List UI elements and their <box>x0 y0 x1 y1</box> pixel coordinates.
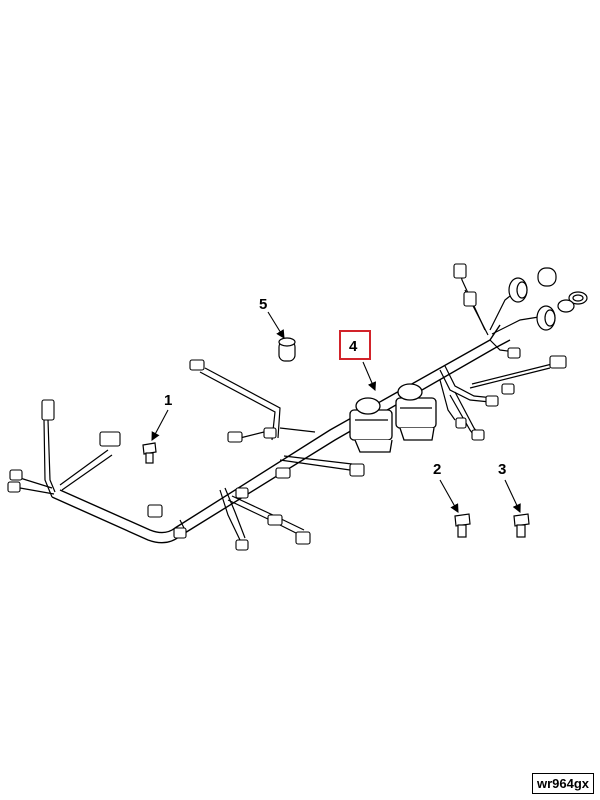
callout-2: 2 <box>433 461 441 478</box>
sleeve-top-right <box>537 267 557 287</box>
callout-3: 3 <box>498 461 506 478</box>
figure-id-label: wr964gx <box>531 773 594 794</box>
connector-left-upper <box>99 431 121 447</box>
connector-bottom-1 <box>147 504 163 518</box>
connector-mid-3 <box>275 467 291 479</box>
small-connectors <box>7 263 567 551</box>
connector-far-left-1 <box>9 469 23 481</box>
connector-far-left-2 <box>7 481 21 493</box>
connector-left-top <box>41 399 55 421</box>
left-branch-wires <box>19 419 113 498</box>
callout-5: 5 <box>259 296 267 313</box>
upper-left-branch <box>199 367 316 441</box>
connector-top-right-1 <box>453 263 467 279</box>
connector-right-6 <box>501 383 515 395</box>
connector-top-right-2 <box>463 291 477 307</box>
connector-right-5 <box>471 429 485 441</box>
connector-bottom-6 <box>295 531 311 545</box>
connector-mid-4 <box>349 463 365 477</box>
connector-right-3 <box>485 395 499 407</box>
round-plugs <box>508 267 588 331</box>
connector-right-1 <box>549 355 567 369</box>
bolt-item-1 <box>142 442 157 464</box>
callout-4-highlight-box <box>339 330 371 360</box>
connector-mid-1 <box>227 431 243 443</box>
callout-4: 4 <box>349 338 358 355</box>
right-branch-wires <box>439 269 553 439</box>
connector-mid-2 <box>263 427 277 439</box>
callout-1: 1 <box>164 392 172 409</box>
leader-lines <box>151 311 521 513</box>
bolt-item-2 <box>454 513 471 538</box>
lower-branch-wires <box>179 455 353 541</box>
connector-upper-left <box>189 359 205 371</box>
connector-right-2 <box>507 347 521 359</box>
connector-bottom-4 <box>235 539 249 551</box>
connector-bottom-3 <box>235 487 249 499</box>
connector-right-4 <box>455 417 467 429</box>
dual-connector-assembly <box>349 383 437 453</box>
connector-bottom-5 <box>267 514 283 526</box>
connector-bottom-2 <box>173 527 187 539</box>
bolt-item-3 <box>513 513 530 538</box>
sleeve-item-5 <box>278 337 296 362</box>
